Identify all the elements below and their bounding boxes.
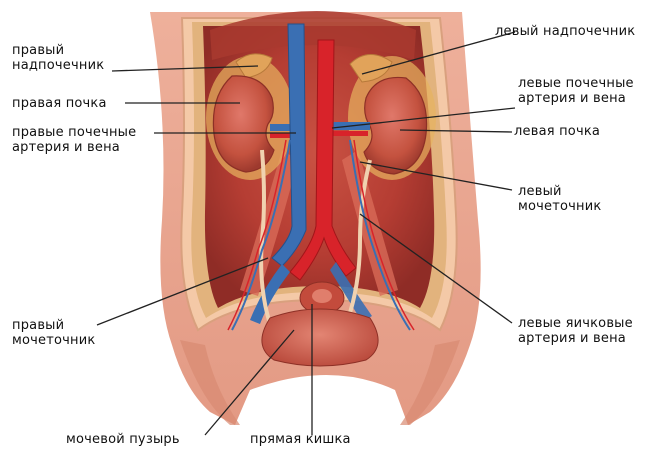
label-right-ureter: правый мочеточник bbox=[12, 318, 95, 348]
label-right-kidney: правая почка bbox=[12, 96, 107, 111]
label-right-renal-vessels: правые почечные артерия и вена bbox=[12, 125, 136, 155]
label-right-adrenal: правый надпочечник bbox=[12, 43, 104, 73]
urinary-bladder bbox=[262, 309, 378, 366]
right-kidney bbox=[213, 76, 274, 172]
label-left-ureter: левый мочеточник bbox=[518, 184, 601, 214]
label-left-testicular-vessels: левые яичковые артерия и вена bbox=[518, 316, 633, 346]
label-rectum: прямая кишка bbox=[250, 432, 351, 447]
label-left-adrenal: левый надпочечник bbox=[495, 24, 635, 39]
label-bladder: мочевой пузырь bbox=[66, 432, 180, 447]
left-renal-artery bbox=[330, 131, 368, 136]
label-left-kidney: левая почка bbox=[514, 124, 600, 139]
label-left-renal-vessels: левые почечные артерия и вена bbox=[518, 76, 634, 106]
left-kidney bbox=[364, 77, 427, 174]
